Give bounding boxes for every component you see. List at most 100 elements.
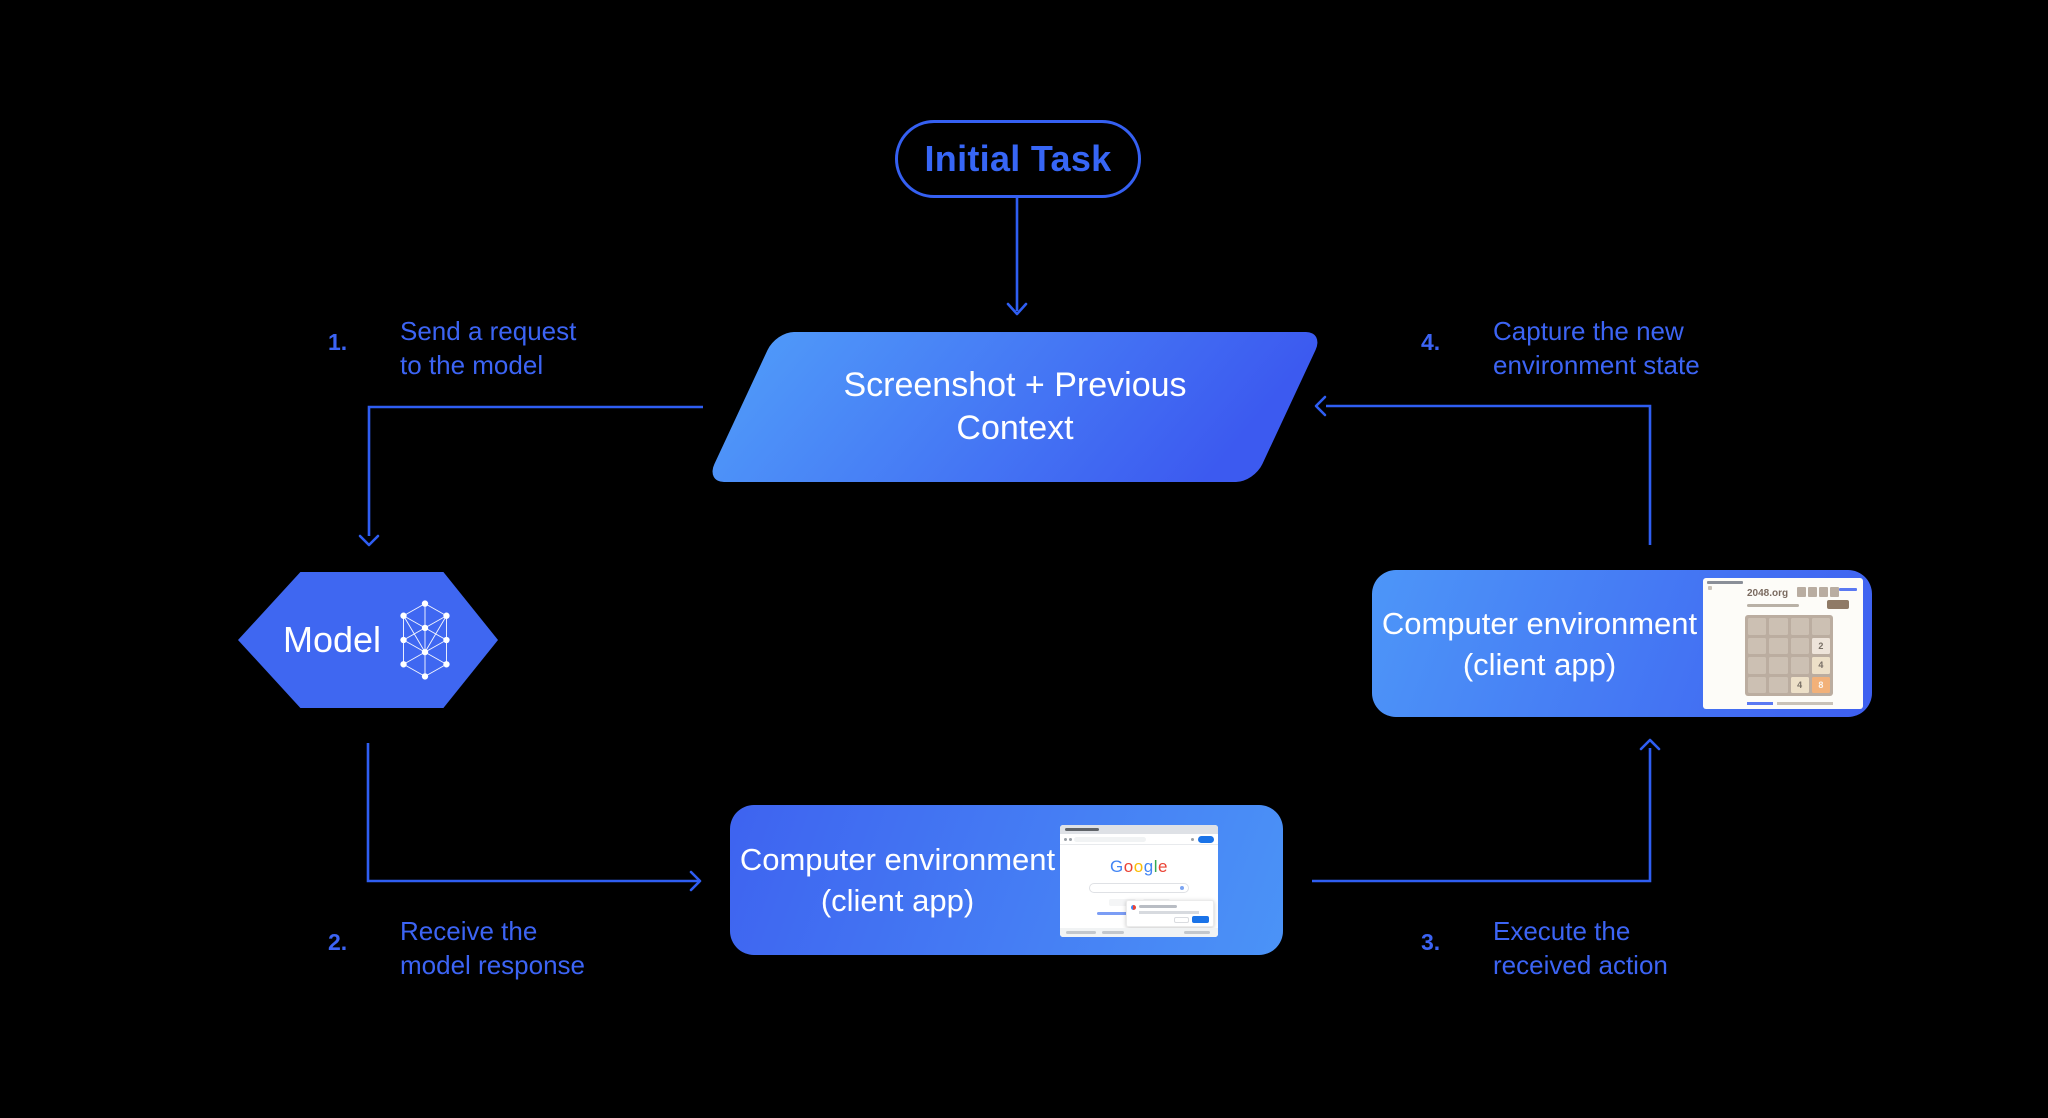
grid-cell	[1769, 676, 1788, 693]
step-1-label: Send a request to the model	[400, 314, 576, 382]
step-4-line2: environment state	[1493, 350, 1700, 380]
screenshot-context-label: Screenshot + Previous Context	[741, 332, 1289, 482]
new-game-button-placeholder	[1827, 600, 1849, 609]
step-4-label: Capture the new environment state	[1493, 314, 1700, 382]
google-logo-letter: l	[1153, 857, 1158, 876]
grid-cell	[1790, 637, 1809, 654]
cookie-dialog	[1126, 900, 1214, 927]
step-3-line1: Execute the	[1493, 916, 1631, 946]
back-icon	[1064, 838, 1067, 841]
arrowhead-down-icon	[1006, 302, 1028, 316]
arrowhead-down-icon	[358, 534, 380, 547]
initial-task-node: Initial Task	[895, 120, 1141, 198]
game-tile: 2	[1811, 637, 1830, 654]
footer-text-placeholder	[1066, 931, 1096, 934]
google-g-icon	[1131, 905, 1136, 910]
initial-task-label: Initial Task	[924, 138, 1112, 179]
google-logo: Google	[1060, 857, 1218, 877]
step-1-line2: to the model	[400, 350, 544, 380]
signin-button-placeholder	[1198, 836, 1214, 843]
cookie-decline-button-placeholder	[1174, 917, 1189, 923]
step-3-label: Execute the received action	[1493, 914, 1668, 982]
step-2-label: Receive the model response	[400, 914, 585, 982]
grid-cell	[1811, 618, 1830, 635]
google-search-button-placeholder	[1108, 899, 1136, 906]
step-3-number: 3.	[1421, 929, 1441, 955]
tab-title-placeholder	[1065, 828, 1099, 831]
google-logo-letter: G	[1110, 857, 1124, 876]
screenshot-context-line1: Screenshot + Previous	[843, 366, 1187, 404]
computer-environment-node-bottom: Computer environment (client app) Google	[730, 805, 1283, 955]
grid-cell	[1790, 657, 1809, 674]
screenshot-context-line2: Context	[956, 409, 1074, 447]
env-label-line2: (client app)	[820, 883, 975, 918]
game-subtitle-placeholder	[1747, 604, 1799, 607]
google-logo-letter: o	[1133, 857, 1144, 876]
neural-network-icon	[400, 600, 450, 680]
arrowhead-up-icon	[1639, 738, 1661, 751]
cookie-text-placeholder	[1139, 911, 1199, 914]
grid-cell	[1748, 676, 1767, 693]
link-placeholder	[1839, 588, 1857, 591]
computer-environment-node-right: Computer environment (client app) 2048.o…	[1372, 570, 1872, 717]
grid-cell	[1748, 657, 1767, 674]
score-box-placeholder	[1797, 587, 1806, 597]
footer-text-placeholder	[1184, 931, 1210, 934]
footer-text-placeholder	[1102, 931, 1124, 934]
step-1-number: 1.	[328, 329, 348, 355]
url-placeholder	[1074, 837, 1146, 842]
arrow-env-to-env	[1312, 748, 1652, 883]
grid-cell	[1769, 637, 1788, 654]
computer-environment-label: Computer environment (client app)	[730, 805, 1065, 955]
google-page-body: Google	[1060, 845, 1218, 937]
arrow-model-to-env	[366, 743, 699, 883]
google-logo-letter: g	[1143, 857, 1154, 876]
arrow-context-to-model	[367, 405, 703, 536]
step-1-line1: Send a request	[400, 316, 577, 346]
grid-cell	[1790, 618, 1809, 635]
forward-icon	[1069, 838, 1072, 841]
step-2-line1: Receive the	[400, 916, 538, 946]
model-label: Model	[282, 619, 382, 660]
score-boxes	[1797, 587, 1839, 597]
arrowhead-right-icon	[689, 870, 702, 892]
step-4-line1: Capture the new	[1493, 316, 1684, 346]
google-logo-letter: o	[1123, 857, 1134, 876]
google-search-box	[1089, 883, 1189, 893]
menu-icon	[1191, 838, 1194, 841]
grid-cell	[1748, 618, 1767, 635]
arrow-env-to-context	[1326, 404, 1652, 545]
grid-cell	[1769, 618, 1788, 635]
env-label-line1: Computer environment	[1381, 605, 1698, 641]
game-tile: 4	[1811, 657, 1830, 674]
browser-addressbar	[1060, 834, 1218, 845]
screenshot-google-homepage: Google	[1060, 825, 1218, 937]
step-4-number: 4.	[1421, 329, 1441, 355]
score-box-placeholder	[1808, 587, 1817, 597]
game-tile: 4	[1790, 676, 1809, 693]
browser-tab-placeholder	[1707, 581, 1743, 584]
computer-environment-label: Computer environment (client app)	[1372, 570, 1707, 717]
cookie-accept-button-placeholder	[1192, 916, 1209, 923]
step-2-number: 2.	[328, 929, 348, 955]
env-label-line1: Computer environment	[739, 842, 1056, 877]
score-box-placeholder	[1819, 587, 1828, 597]
favicon-placeholder	[1708, 586, 1712, 590]
model-node: Model	[238, 572, 498, 708]
grid-cell	[1769, 657, 1788, 674]
grid-cell	[1748, 637, 1767, 654]
google-logo-letter: e	[1157, 857, 1168, 876]
howto-link-placeholder	[1747, 702, 1773, 705]
search-lens-icon	[1180, 886, 1184, 890]
game-title: 2048.org	[1747, 588, 1789, 599]
env-label-line2: (client app)	[1462, 646, 1617, 682]
step-3-line2: received action	[1493, 950, 1668, 980]
browser-titlebar	[1060, 825, 1218, 834]
score-box-placeholder	[1830, 587, 1839, 597]
arrowhead-left-icon	[1314, 395, 1327, 417]
